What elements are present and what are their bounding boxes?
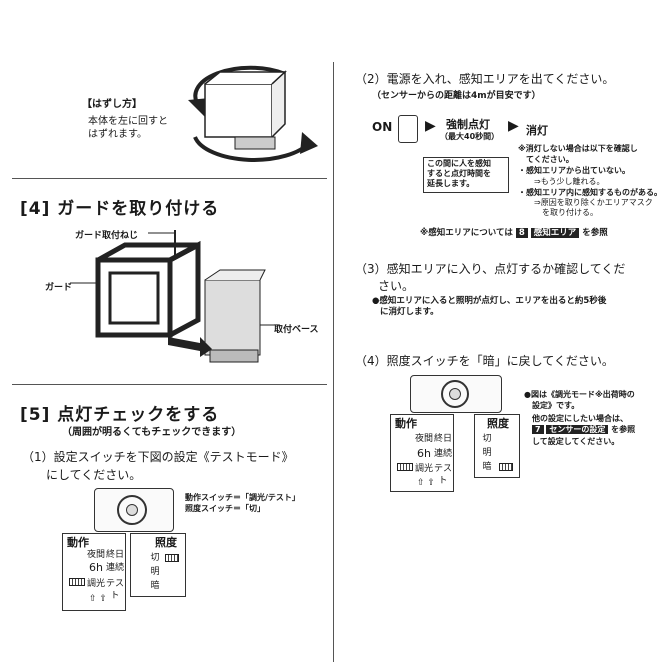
removal-title: 【はずし方】 [82, 99, 142, 110]
extend-note-2: すると点灯時間を [427, 169, 491, 178]
removal-text-1: 本体を左に回すと [88, 116, 168, 127]
settings-panel-left [94, 488, 174, 532]
step3-note-2: に消灯します。 [380, 307, 439, 317]
column-divider [333, 62, 334, 662]
section5-title: [5] 点灯チェックをする [20, 405, 220, 425]
dosa-label-left: 動作 [67, 536, 89, 549]
section5-subtitle: （周囲が明るくてもチェックできます） [62, 427, 242, 438]
area-ref-post: を参照 [582, 228, 608, 238]
label-guard-screw: ガード取付ねじ [75, 231, 139, 241]
cell-test-right: テスト [434, 464, 453, 486]
label-guard: ガード [45, 283, 73, 293]
arrow-right-icon-2: ▶ [508, 118, 519, 134]
extend-note-3: 延長します。 [427, 179, 475, 188]
forced-on-sub: （最大40秒間） [440, 132, 500, 141]
shodo-mei-left: 明 [150, 567, 160, 577]
removal-illustration [188, 65, 318, 162]
off-note-7: を取り付ける。 [542, 208, 598, 217]
cell-shujitsu-right: 終日 [434, 434, 453, 444]
shodo-knob-left [165, 554, 179, 562]
step3-line1: （3）感知エリアに入り、点灯するか確認してくだ [355, 262, 626, 276]
step3-line2: さい。 [378, 279, 415, 293]
step4-line1: （4）照度スイッチを「暗」に戻してください。 [355, 354, 614, 368]
area-ref-num: 8 [515, 228, 528, 238]
step4-note-1: ●図は《調光モード※出荷時の [524, 390, 635, 399]
cell-yakan-left: 夜間 [87, 550, 106, 560]
section-divider-5 [12, 384, 327, 385]
sensor-dial-center [126, 504, 138, 516]
area-reference: ※感知エリアについては 8 感知エリア を参照 [420, 226, 608, 238]
sensor-dial-icon [117, 495, 147, 525]
forced-on-label: 強制点灯 [446, 118, 490, 131]
switch-note-2: 照度スイッチ＝「切」 [185, 504, 265, 513]
dosa-switch-box-right: 動作 夜間 終日 6h 連続 調光 テスト ⇧ ⇧ [390, 414, 454, 492]
shodo-an-right: 暗 [482, 462, 492, 472]
sensor-dial-icon-right [441, 380, 469, 408]
cell-test-left: テスト [106, 579, 125, 601]
cell-6h-right: 6h [417, 447, 431, 460]
arrow-up-left: ⇧ ⇧ [89, 594, 107, 604]
shodo-an-left: 暗 [150, 581, 160, 591]
section-divider-4 [12, 178, 327, 179]
label-mount-base: 取付ベース [274, 325, 319, 335]
arrow-right-icon-1: ▶ [425, 118, 436, 134]
shodo-switch-box-left: 照度 切 明 暗 [130, 533, 186, 597]
cell-shujitsu-left: 終日 [106, 550, 125, 560]
sensor-ref-num: 7 [532, 425, 544, 434]
off-note-1: ※消灯しない場合は以下を確認し [518, 144, 638, 153]
shodo-kiri-right: 切 [482, 434, 492, 444]
sensor-dial-center-right [449, 388, 461, 400]
area-ref-pre: ※感知エリアについては [420, 228, 513, 238]
guard-illustration [70, 230, 280, 363]
shodo-mei-right: 明 [482, 448, 492, 458]
off-note-6: ⇒原因を取り除くかエリアマスク [534, 198, 653, 207]
cell-choko-left: 調光 [87, 579, 106, 589]
shodo-label-left: 照度 [155, 536, 177, 549]
area-ref-title: 感知エリア [530, 228, 580, 238]
section4-title: [4] ガードを取り付ける [20, 199, 220, 219]
step4-note-3: 他の設定にしたい場合は、 [532, 414, 628, 423]
dosa-switch-box-left: 動作 夜間 終日 6h 連続 調光 テスト ⇧ ⇧ [62, 533, 126, 611]
step2-line1: （2）電源を入れ、感知エリアを出てください。 [355, 72, 615, 86]
cell-yakan-right: 夜間 [415, 434, 434, 444]
step1-line1: （1）設定スイッチを下図の設定《テストモード》 [22, 450, 294, 464]
power-switch-icon [398, 115, 418, 143]
cell-renzoku-left: 連続 [106, 563, 125, 573]
sensor-ref-post: を参照 [611, 425, 636, 434]
off-note-4: ⇒もう少し離れる。 [534, 177, 605, 186]
off-note-2: てください。 [526, 155, 574, 164]
switch-note-1: 動作スイッチ＝「調光/テスト」 [185, 493, 300, 502]
on-label: ON [372, 120, 393, 134]
removal-text-2: はずれます。 [88, 129, 147, 140]
sensor-ref-title: センサーの設定 [546, 425, 609, 434]
off-label: 消灯 [526, 124, 548, 137]
cell-renzoku-right: 連続 [434, 449, 453, 459]
extend-note-1: この間に人を感知 [427, 159, 491, 168]
step1-line2: にしてください。 [46, 468, 142, 482]
settings-panel-right [410, 375, 502, 413]
shodo-kiri-left: 切 [150, 553, 160, 563]
shodo-knob-right [499, 463, 513, 471]
switch-knob-right [397, 463, 413, 471]
extend-note-box: この間に人を感知 すると点灯時間を 延長します。 [423, 157, 509, 193]
step4-note-2: 設定》です。 [532, 401, 580, 410]
cell-6h-left: 6h [89, 561, 103, 574]
shodo-label-right: 照度 [487, 417, 509, 430]
arrow-up-right: ⇧ ⇧ [417, 478, 435, 488]
dosa-label-right: 動作 [395, 417, 417, 430]
off-note-3: ・感知エリアから出ていない。 [518, 166, 630, 175]
cell-choko-right: 調光 [415, 464, 434, 474]
shodo-switch-box-right: 照度 切 明 暗 [474, 414, 520, 478]
step4-note-4: して設定してください。 [532, 437, 620, 446]
step3-note-1: ●感知エリアに入ると照明が点灯し、エリアを出ると約5秒後 [372, 296, 607, 306]
step2-line2: （センサーからの距離は4mが目安です） [372, 91, 541, 101]
switch-knob-left [69, 578, 85, 586]
off-note-5: ・感知エリア内に感知するものがある。 [518, 188, 662, 197]
sensor-setting-reference: 7 センサーの設定 を参照 [532, 424, 635, 435]
